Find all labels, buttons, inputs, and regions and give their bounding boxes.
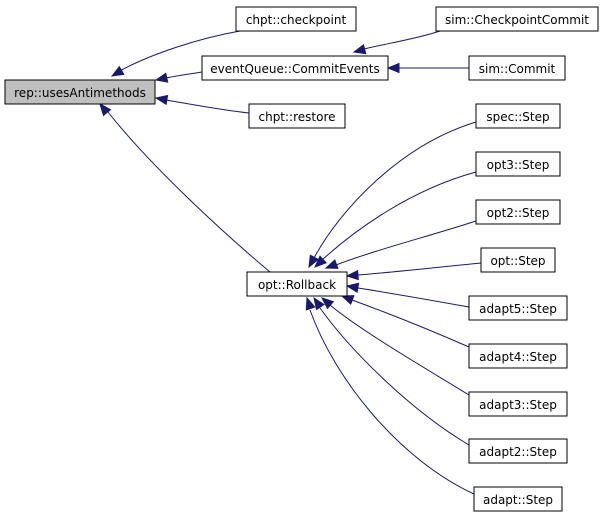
- edge-opt2step-to-rollback: [324, 220, 477, 269]
- arrowhead: [99, 102, 112, 117]
- arrowhead: [308, 254, 320, 269]
- edge-checkpoint-to-root: [110, 30, 241, 77]
- arrowhead: [313, 296, 325, 311]
- edge-opt3step-to-rollback: [314, 171, 477, 268]
- node-label: rep::usesAntimethods: [14, 86, 146, 100]
- edge-line: [117, 30, 241, 73]
- edge-line: [313, 121, 477, 259]
- node-label: opt3::Step: [487, 158, 550, 172]
- node-label: opt::Step: [490, 254, 545, 268]
- arrowhead: [110, 65, 125, 77]
- edge-line: [107, 111, 271, 273]
- edge-adapt3step-to-rollback: [320, 297, 470, 396]
- arrowhead: [345, 269, 359, 281]
- node-label: adapt4::Step: [479, 350, 557, 364]
- node-label: chpt::checkpoint: [246, 13, 347, 27]
- edge-line: [363, 30, 441, 50]
- arrowhead: [340, 295, 355, 305]
- node-label: adapt2::Step: [479, 445, 557, 459]
- edge-adaptstep-to-rollback: [305, 296, 475, 495]
- edge-rollback-to-root: [99, 102, 271, 273]
- arrowhead: [386, 62, 400, 74]
- edges: [99, 30, 482, 495]
- node-adapt3-Step[interactable]: adapt3::Step: [468, 391, 568, 417]
- arrowhead: [305, 296, 316, 311]
- edge-line: [165, 71, 203, 79]
- arrowhead: [154, 72, 169, 83]
- edge-line: [165, 99, 250, 114]
- edge-line: [351, 299, 470, 348]
- node-label: spec::Step: [486, 110, 549, 124]
- node-label: sim::CheckpointCommit: [445, 13, 589, 27]
- node-sim-CheckpointCommit[interactable]: sim::CheckpointCommit: [435, 6, 599, 32]
- edge-line: [357, 262, 482, 276]
- edge-line: [319, 307, 470, 446]
- node-eventQueue-CommitEvents[interactable]: eventQueue::CommitEvents: [201, 55, 389, 81]
- node-label: opt::Rollback: [258, 278, 336, 292]
- edge-adapt4step-to-rollback: [340, 295, 470, 348]
- node-label: chpt::restore: [258, 110, 335, 124]
- arrowhead: [352, 44, 367, 55]
- node-rep-usesAntimethods[interactable]: rep::usesAntimethods: [4, 79, 156, 105]
- node-label: sim::Commit: [479, 62, 556, 76]
- node-adapt2-Step[interactable]: adapt2::Step: [468, 438, 568, 464]
- edge-line: [329, 304, 470, 396]
- node-opt2-Step[interactable]: opt2::Step: [475, 199, 561, 225]
- arrowhead: [345, 282, 360, 294]
- arrowhead: [154, 94, 169, 106]
- edge-commitevents-to-root: [154, 71, 203, 83]
- node-chpt-restore[interactable]: chpt::restore: [248, 103, 346, 129]
- edge-line: [321, 171, 477, 261]
- node-adapt-Step[interactable]: adapt::Step: [473, 486, 563, 512]
- node-opt-Step[interactable]: opt::Step: [480, 247, 556, 273]
- edge-optstep-to-rollback: [345, 262, 482, 281]
- node-sim-Commit[interactable]: sim::Commit: [468, 55, 566, 81]
- node-opt-Rollback[interactable]: opt::Rollback: [246, 271, 348, 297]
- node-spec-Step[interactable]: spec::Step: [475, 103, 561, 129]
- arrowhead: [320, 297, 335, 310]
- edge-specstep-to-rollback: [308, 121, 477, 269]
- node-label: adapt5::Step: [479, 302, 557, 316]
- edge-line: [309, 309, 475, 495]
- node-chpt-checkpoint[interactable]: chpt::checkpoint: [235, 6, 357, 32]
- edge-adapt2step-to-rollback: [313, 296, 470, 446]
- node-adapt4-Step[interactable]: adapt4::Step: [468, 343, 568, 369]
- node-opt3-Step[interactable]: opt3::Step: [475, 151, 561, 177]
- arrowhead: [314, 255, 327, 268]
- edge-restore-to-root: [154, 94, 250, 114]
- node-label: adapt3::Step: [479, 398, 557, 412]
- edge-line: [357, 287, 470, 308]
- arrowhead: [324, 259, 339, 269]
- edge-simcommit-to-ce: [386, 62, 469, 74]
- node-label: opt2::Step: [487, 206, 550, 220]
- edge-line: [335, 220, 477, 266]
- edge-adapt5step-to-rollback: [345, 282, 470, 308]
- node-label: eventQueue::CommitEvents: [210, 62, 379, 76]
- node-label: adapt::Step: [483, 493, 553, 507]
- node-adapt5-Step[interactable]: adapt5::Step: [468, 295, 568, 321]
- edge-checkpointcommit-to-ce: [352, 30, 441, 55]
